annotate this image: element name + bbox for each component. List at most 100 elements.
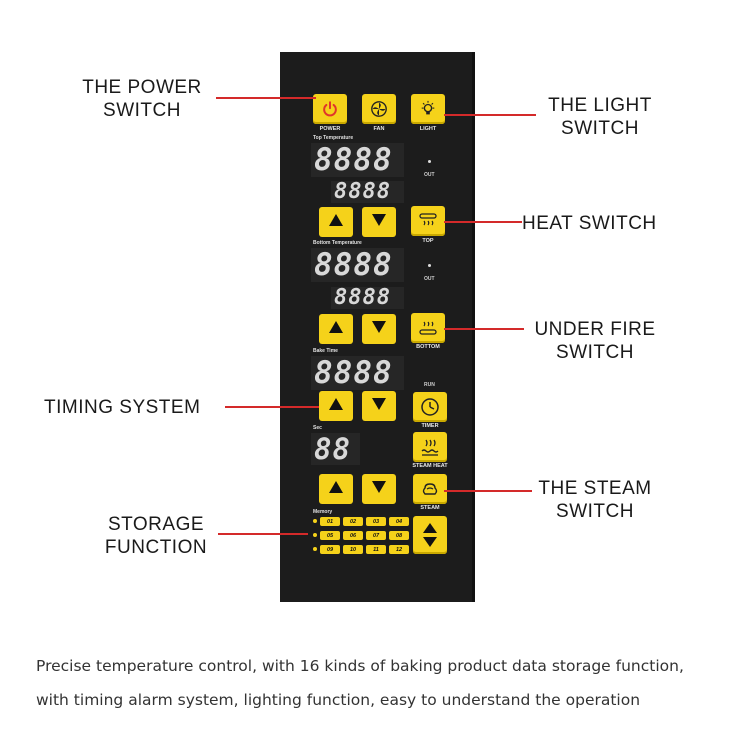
panel-edge	[472, 52, 475, 602]
bottom-temp-down-button[interactable]	[362, 314, 396, 344]
under-fire-switch-callout: UNDER FIRE SWITCH	[520, 318, 670, 364]
memory-indicator-dot	[359, 519, 363, 523]
triangle-up-icon	[328, 320, 344, 339]
memory-slot-button[interactable]: 03	[366, 517, 386, 526]
bottom-temp-up-button[interactable]	[319, 314, 353, 344]
memory-indicator-dot	[359, 533, 363, 537]
clock-icon	[420, 397, 440, 417]
out-label-top: OUT	[424, 172, 435, 178]
top-label: TOP	[422, 238, 434, 244]
top-temp-down-button[interactable]	[362, 207, 396, 237]
steam-button[interactable]	[413, 474, 447, 504]
storage-callout-line	[218, 533, 308, 535]
under-fire-callout-line	[444, 328, 524, 330]
triangle-down-icon	[371, 397, 387, 416]
memory-slot-button[interactable]: 06	[343, 531, 363, 540]
triangle-up-icon	[328, 480, 344, 499]
light-switch-callout: THE LIGHT SWITCH	[530, 94, 670, 140]
memory-indicator-dot	[313, 519, 317, 523]
memory-slot-button[interactable]: 11	[366, 545, 386, 554]
memory-indicator-dot	[336, 547, 340, 551]
memory-slot-button[interactable]: 09	[320, 545, 340, 554]
power-switch-callout: THE POWER SWITCH	[62, 76, 222, 122]
memory-slot-button[interactable]: 04	[389, 517, 409, 526]
out-indicator-dot	[428, 160, 431, 163]
top-heat-button[interactable]	[411, 206, 445, 236]
time-down-button[interactable]	[362, 391, 396, 421]
storage-callout-line2: FUNCTION	[104, 537, 208, 558]
sec-up-button[interactable]	[319, 474, 353, 504]
steam-callout-line	[444, 490, 532, 492]
time-up-button[interactable]	[319, 391, 353, 421]
light-callout-line	[444, 114, 536, 116]
memory-slot-button[interactable]: 01	[320, 517, 340, 526]
steam-icon	[420, 479, 440, 499]
memory-scroll-button[interactable]	[413, 516, 447, 554]
memory-indicator-dot	[336, 533, 340, 537]
heat-switch-callout: HEAT SWITCH	[522, 213, 657, 234]
timing-system-callout: TIMING SYSTEM	[44, 397, 201, 418]
triangle-down-icon	[371, 320, 387, 339]
storage-function-callout: STORAGE FUNCTION	[86, 513, 226, 559]
memory-indicator-dot	[382, 519, 386, 523]
fan-button[interactable]	[362, 94, 396, 124]
steam-heat-button[interactable]	[413, 432, 447, 462]
power-callout-line1: THE POWER	[82, 77, 202, 98]
caption-line-1: Precise temperature control, with 16 kin…	[36, 657, 684, 675]
triangle-down-icon	[371, 480, 387, 499]
storage-callout-line1: STORAGE	[107, 514, 205, 535]
bottom-temperature-sub-display: 8888	[331, 287, 404, 309]
bake-time-display: 8888	[311, 356, 404, 390]
light-callout-line1: THE LIGHT	[548, 95, 652, 116]
memory-slot-button[interactable]: 10	[343, 545, 363, 554]
light-label: LIGHT	[419, 126, 437, 132]
power-button[interactable]	[313, 94, 347, 124]
memory-slot-button[interactable]: 05	[320, 531, 340, 540]
out-label-bottom: OUT	[424, 276, 435, 282]
memory-slot-button[interactable]: 08	[389, 531, 409, 540]
memory-slot-button[interactable]: 07	[366, 531, 386, 540]
sec-display: 88	[311, 433, 360, 465]
top-temperature-sub-display: 8888	[331, 181, 404, 203]
memory-slot-button[interactable]: 02	[343, 517, 363, 526]
out-indicator-dot-2	[428, 264, 431, 267]
memory-indicator-dot	[336, 519, 340, 523]
bottom-label: BOTTOM	[416, 344, 440, 350]
under-fire-callout-line1: UNDER FIRE	[534, 319, 656, 340]
top-heat-icon	[418, 213, 438, 229]
caption-line-2: with timing alarm system, lighting funct…	[36, 691, 641, 709]
memory-indicator-dot	[313, 547, 317, 551]
power-icon	[321, 100, 339, 118]
bottom-heat-icon	[418, 320, 438, 336]
steam-switch-callout: THE STEAM SWITCH	[525, 477, 665, 523]
memory-indicator-dot	[382, 533, 386, 537]
heat-callout-line	[444, 221, 522, 223]
steam-heat-label: STEAM HEAT	[412, 463, 448, 469]
run-label: RUN	[424, 382, 435, 388]
power-callout-line2: SWITCH	[103, 100, 181, 121]
top-temperature-label: Top Temperature	[313, 135, 354, 141]
bake-time-label: Bake Time	[313, 348, 338, 354]
bottom-temperature-label: Bottom Temperature	[313, 240, 362, 246]
under-fire-callout-line2: SWITCH	[556, 342, 634, 363]
memory-indicator-dot	[359, 547, 363, 551]
top-temp-up-button[interactable]	[319, 207, 353, 237]
sec-label: Sec	[313, 425, 322, 431]
memory-indicator-dot	[382, 547, 386, 551]
steam-label: STEAM	[420, 505, 440, 511]
memory-label: Memory	[313, 509, 333, 515]
timer-button[interactable]	[413, 392, 447, 422]
triangle-up-icon	[422, 522, 438, 534]
timer-label: TIMER	[421, 423, 439, 429]
triangle-down-icon	[371, 213, 387, 232]
steam-callout-line2: SWITCH	[556, 501, 634, 522]
fan-label: FAN	[373, 126, 385, 132]
light-button[interactable]	[411, 94, 445, 124]
triangle-down-icon	[422, 536, 438, 548]
light-callout-line2: SWITCH	[561, 118, 639, 139]
sec-down-button[interactable]	[362, 474, 396, 504]
bulb-icon	[419, 100, 437, 118]
power-label: POWER	[319, 126, 341, 132]
memory-slot-button[interactable]: 12	[389, 545, 409, 554]
bottom-heat-button[interactable]	[411, 313, 445, 343]
